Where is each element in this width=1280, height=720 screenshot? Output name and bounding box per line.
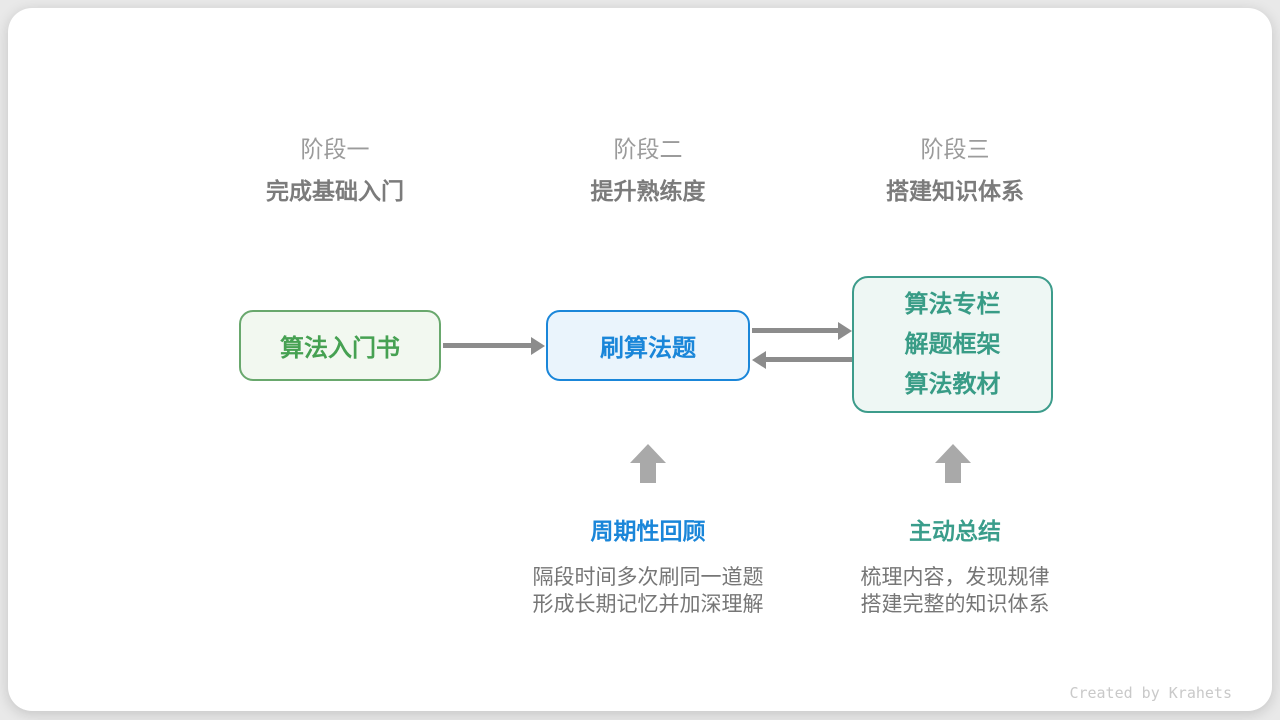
arrow-right-icon (443, 336, 545, 355)
arrowhead-right-icon (531, 336, 545, 355)
node-resource-framework: 解题框架 (904, 330, 1001, 358)
stage-3-label: 阶段三 (920, 136, 990, 162)
arrow-up-icon (630, 444, 666, 483)
arrow-up-head (935, 444, 971, 463)
stage-2-subtitle: 提升熟练度 (590, 178, 706, 204)
stage-1-subtitle: 完成基础入门 (266, 178, 404, 204)
arrowhead-left-icon (752, 350, 766, 369)
node-practice-problems-label: 刷算法题 (600, 335, 696, 362)
node-resource-textbook: 算法教材 (904, 370, 1001, 398)
annotation-summary-desc-line2: 搭建完整的知识体系 (860, 593, 1050, 616)
node-intro-book: 算法入门书 (239, 310, 441, 381)
arrow-up-icon (935, 444, 971, 483)
annotation-review-desc-line1: 隔段时间多次刷同一道题 (532, 566, 764, 589)
stage-header-1: 阶段一 完成基础入门 (205, 134, 465, 206)
node-intro-book-label: 算法入门书 (280, 335, 400, 362)
stage-1-label: 阶段一 (300, 136, 370, 162)
arrowhead-right-icon (838, 321, 852, 340)
annotation-review-title: 周期性回顾 (590, 518, 706, 544)
stage-header-2: 阶段二 提升熟练度 (518, 134, 778, 206)
arrow-right-icon (752, 321, 852, 340)
stage-3-subtitle: 搭建知识体系 (886, 178, 1024, 204)
annotation-active-summary: 主动总结 梳理内容，发现规律 搭建完整的知识体系 (795, 518, 1115, 618)
annotation-summary-desc-line1: 梳理内容，发现规律 (860, 566, 1050, 589)
stage-2-label: 阶段二 (613, 136, 683, 162)
node-resource-column: 算法专栏 (904, 290, 1001, 318)
annotation-periodic-review: 周期性回顾 隔段时间多次刷同一道题 形成长期记忆并加深理解 (488, 518, 808, 618)
diagram-card: 阶段一 完成基础入门 阶段二 提升熟练度 阶段三 搭建知识体系 算法入门书 刷算… (8, 8, 1272, 711)
annotation-review-desc: 隔段时间多次刷同一道题 形成长期记忆并加深理解 (488, 564, 808, 618)
arrow-up-stem (640, 463, 656, 483)
arrow-left-icon (752, 350, 852, 369)
node-knowledge-resources: 算法专栏 解题框架 算法教材 (852, 276, 1053, 413)
annotation-summary-desc: 梳理内容，发现规律 搭建完整的知识体系 (795, 564, 1115, 618)
annotation-review-desc-line2: 形成长期记忆并加深理解 (532, 593, 764, 616)
node-practice-problems: 刷算法题 (546, 310, 750, 381)
arrow-up-head (630, 444, 666, 463)
arrow-up-stem (945, 463, 961, 483)
stage-header-3: 阶段三 搭建知识体系 (825, 134, 1085, 206)
annotation-summary-title: 主动总结 (909, 518, 1001, 544)
credit-text: Created by Krahets (1069, 684, 1232, 702)
